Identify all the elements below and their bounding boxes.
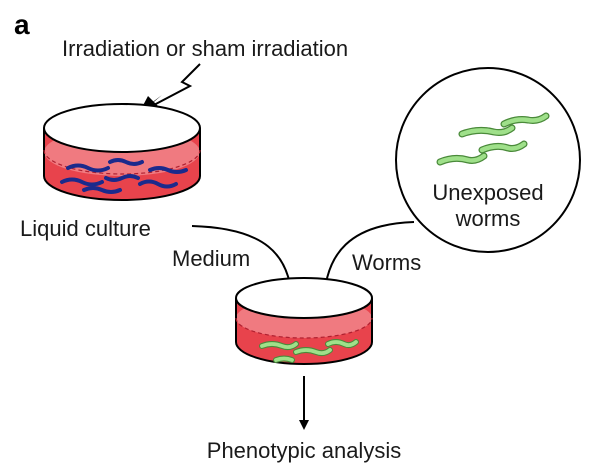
panel-label: a (14, 9, 30, 40)
medium-label: Medium (172, 246, 250, 271)
small-dish-worms (259, 339, 359, 363)
green-worms (436, 112, 550, 166)
culture-dish (43, 103, 201, 201)
unexposed-label-line1: Unexposed (432, 180, 543, 205)
blue-worms (60, 158, 188, 194)
analysis-dish (235, 277, 373, 365)
unexposed-worms-circle: Unexposed worms (395, 67, 581, 253)
liquid-culture-label: Liquid culture (20, 216, 151, 241)
phenotypic-analysis-label: Phenotypic analysis (207, 438, 401, 463)
irradiation-label: Irradiation or sham irradiation (62, 36, 348, 61)
unexposed-label-line2: worms (455, 206, 521, 231)
worms-label: Worms (352, 250, 421, 275)
